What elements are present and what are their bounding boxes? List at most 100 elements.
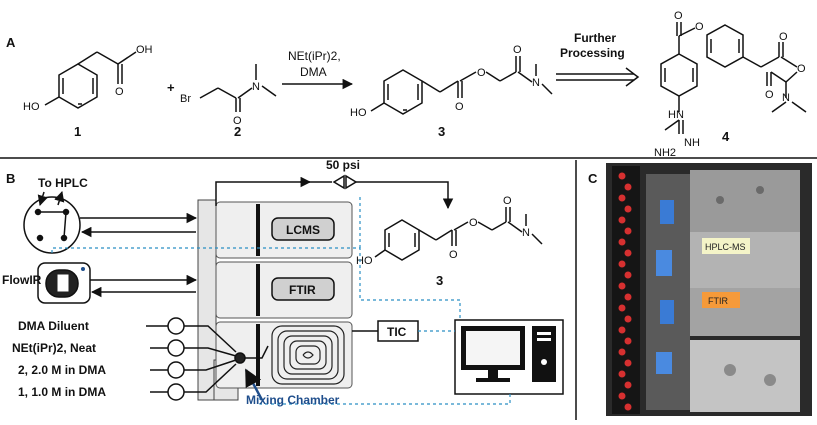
mixing-chamber-pointer — [244, 368, 264, 401]
red-fitting — [624, 337, 632, 345]
product-3-ho: HO — [356, 255, 373, 267]
panel-c-label: C — [588, 171, 598, 186]
hplc-in-arrow — [37, 191, 48, 207]
compound-3-o-amide: O — [513, 44, 522, 56]
red-fitting — [618, 172, 626, 180]
plus-sign: + — [167, 80, 175, 95]
red-fitting — [624, 315, 632, 323]
compound-2-o: O — [233, 115, 242, 127]
panel-b-label: B — [6, 171, 15, 186]
lcms-divider — [256, 204, 260, 256]
product-3-o-carbonyl: O — [449, 249, 458, 261]
red-fitting — [624, 271, 632, 279]
red-fitting — [618, 238, 626, 246]
mixing-chamber-label: Mixing Chamber — [246, 393, 340, 407]
red-fitting — [624, 205, 632, 213]
red-fitting — [624, 403, 632, 411]
compound-2-n: N — [252, 81, 260, 93]
compound-1-label: 1 — [74, 124, 81, 139]
hplc-valve — [23, 196, 81, 254]
reagent-base: NEt(iPr)2, — [288, 49, 341, 63]
compound-1-o: O — [115, 86, 124, 98]
product-3-o-amide: O — [503, 195, 512, 207]
reactor-divider — [256, 324, 260, 386]
red-fitting — [624, 359, 632, 367]
feed-base-neat: NEt(iPr)2, Neat — [12, 341, 96, 355]
feed-compound-1: 1, 1.0 M in DMA — [18, 385, 106, 399]
equipment-photo: HPLC-MS FTIR — [606, 163, 812, 416]
compound-2-br: Br — [180, 93, 191, 105]
product-3-label: 3 — [436, 273, 443, 288]
pump-group — [167, 317, 185, 401]
red-fittings — [618, 172, 632, 411]
compound-2-structure — [199, 64, 277, 112]
compound-4-nh: NH — [684, 137, 700, 149]
red-fitting — [618, 194, 626, 202]
photo-tag-hplc: HPLC-MS — [705, 242, 746, 252]
pressure-valve-right — [345, 174, 358, 190]
panel-a-label: A — [6, 35, 16, 50]
red-fitting — [618, 282, 626, 290]
red-fitting — [624, 183, 632, 191]
feed-lines — [146, 325, 269, 393]
pressure-valve-left — [332, 174, 345, 190]
computer-icon — [454, 319, 564, 395]
flowir-label: FlowIR — [2, 273, 42, 287]
compound-4-o-carbonyl: O — [674, 10, 683, 22]
red-fitting — [618, 216, 626, 224]
feed-dma-diluent: DMA Diluent — [18, 319, 89, 333]
red-fitting — [618, 370, 626, 378]
red-fitting — [624, 227, 632, 235]
compound-4-label: 4 — [722, 129, 730, 144]
product-3-structure — [374, 207, 543, 261]
red-fitting — [618, 326, 626, 334]
pressure-label: 50 psi — [326, 158, 360, 172]
ftir-box — [271, 277, 335, 301]
feed-compound-2: 2, 2.0 M in DMA — [18, 363, 106, 377]
control-lines — [51, 196, 511, 405]
lcms-box — [271, 217, 335, 241]
compound-2-label: 2 — [234, 124, 241, 139]
red-fitting — [618, 260, 626, 268]
compound-4-n: N — [782, 92, 790, 104]
compound-1-oh: OH — [136, 44, 153, 56]
top-flow-line — [215, 181, 332, 206]
compound-4-o-amide: O — [765, 89, 774, 101]
lcms-label: LCMS — [286, 223, 320, 237]
red-fitting — [624, 293, 632, 301]
compound-3-structure — [370, 56, 553, 115]
hplc-out-arrow — [54, 190, 65, 206]
red-fitting — [618, 348, 626, 356]
red-fitting — [624, 249, 632, 257]
compound-1-structure — [44, 51, 137, 109]
compound-4-o-ester: O — [695, 21, 704, 33]
tic-label: TIC — [387, 325, 407, 339]
red-fitting — [618, 304, 626, 312]
to-hplc-label: To HPLC — [38, 176, 88, 190]
reagent-solvent: DMA — [300, 65, 327, 79]
compound-3-label: 3 — [438, 124, 445, 139]
compound-3-ho: HO — [350, 107, 367, 119]
red-fitting — [618, 392, 626, 400]
compound-3-o-carbonyl: O — [455, 101, 464, 113]
further-line-1: Further — [574, 31, 616, 45]
flowir-device — [37, 262, 91, 304]
ftir-label: FTIR — [289, 283, 316, 297]
compound-3-o-ester: O — [477, 67, 486, 79]
product-3-o-ester: O — [469, 217, 478, 229]
further-arrow-head — [625, 67, 640, 87]
compound-3-n: N — [532, 77, 540, 89]
compound-4-o-3: O — [797, 63, 806, 75]
product-3-n: N — [522, 227, 530, 239]
compound-1-ho: HO — [23, 101, 40, 113]
coil-reactor — [271, 325, 345, 385]
compound-4-nh2: NH2 — [654, 147, 676, 159]
compound-4-hn: HN — [668, 109, 684, 121]
compound-4-structure — [660, 22, 807, 134]
ftir-divider — [256, 264, 260, 316]
product-flow-line — [356, 181, 454, 210]
compound-4-o-2: O — [779, 31, 788, 43]
further-line-2: Processing — [560, 46, 625, 60]
